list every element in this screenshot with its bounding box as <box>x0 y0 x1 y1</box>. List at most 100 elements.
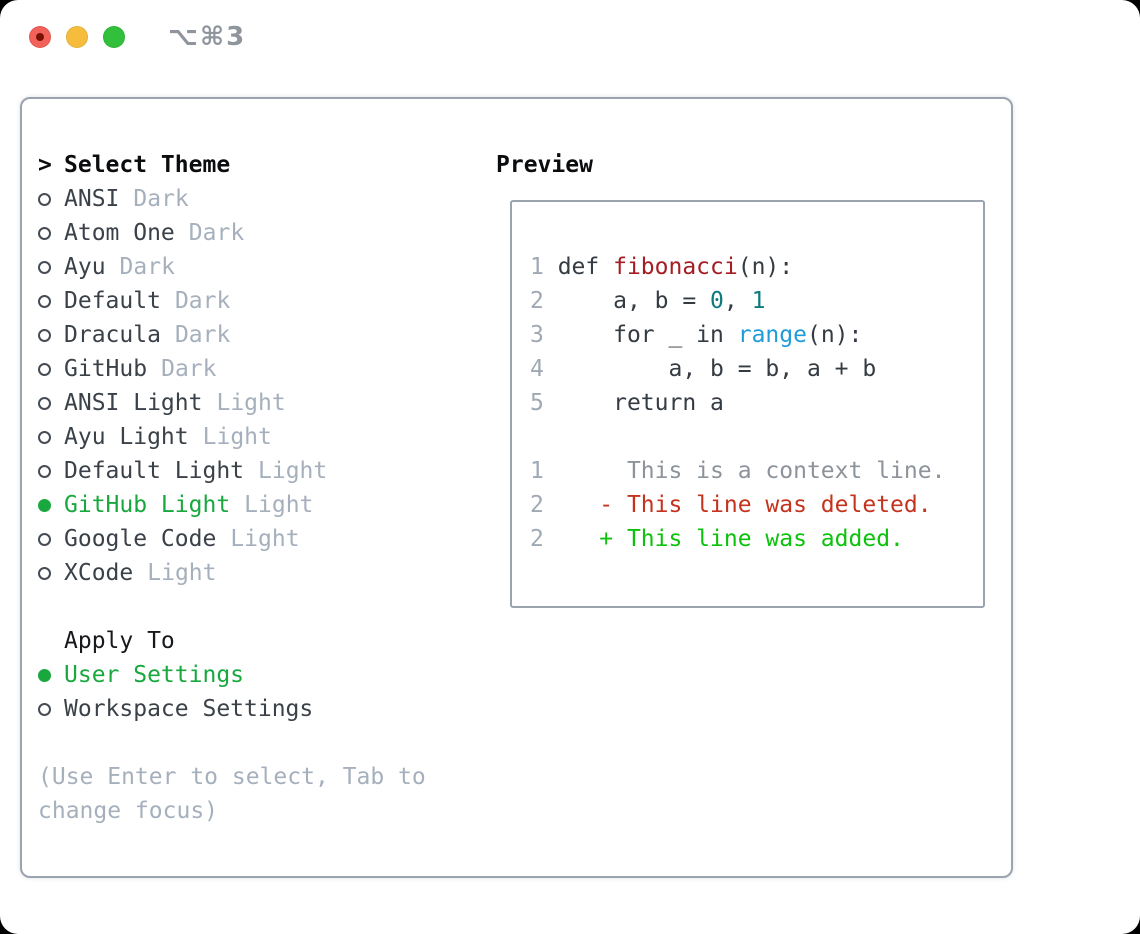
theme-option-github-light[interactable]: GitHub Light Light <box>38 488 496 522</box>
theme-option-github[interactable]: GitHub Dark <box>38 352 496 386</box>
theme-variant-tag: Light <box>244 492 314 518</box>
apply-to-header: Apply To <box>38 624 496 658</box>
preview-line: 2 a, b = 0, 1 <box>530 284 983 318</box>
radio-icon <box>38 532 64 546</box>
preview-line: 1 def fibonacci(n): <box>530 250 983 284</box>
line-number: 5 <box>530 390 558 416</box>
option-label: User Settings <box>64 662 245 688</box>
option-label: Default <box>64 288 161 314</box>
theme-option-atom-one[interactable]: Atom One Dark <box>38 216 496 250</box>
select-theme-title: Select Theme <box>64 152 231 178</box>
option-label: ANSI Light <box>64 390 203 416</box>
theme-variant-tag: Dark <box>174 322 231 348</box>
preview-line <box>530 420 983 454</box>
hint-text: (Use Enter to select, Tab to change focu… <box>38 764 426 824</box>
theme-option-ayu[interactable]: Ayu Dark <box>38 250 496 284</box>
preview-line: 2 - This line was deleted. <box>530 488 983 522</box>
option-label: Ayu Light <box>64 424 189 450</box>
titlebar: ⌥⌘3 <box>0 0 1140 74</box>
option-label: Ayu <box>64 254 106 280</box>
keyboard-shortcut-label: ⌥⌘3 <box>168 22 247 52</box>
theme-variant-tag: Light <box>230 526 300 552</box>
code-segment-code: a, b = b, a + b <box>557 356 877 382</box>
code-segment-added: + This line was added. <box>557 526 904 552</box>
preview-panel: Preview 1 def fibonacci(n):2 a, b = 0, 1… <box>496 148 1011 876</box>
option-label: GitHub Light <box>64 492 231 518</box>
code-segment-code: def <box>557 254 614 280</box>
radio-icon <box>38 294 64 308</box>
radio-icon <box>38 702 64 716</box>
radio-icon <box>38 328 64 342</box>
option-label: Default Light <box>64 458 245 484</box>
code-segment-code: a, b = <box>557 288 711 314</box>
code-segment-code: (n): <box>737 254 794 280</box>
close-button[interactable] <box>29 26 51 48</box>
preview-title: Preview <box>496 152 593 178</box>
code-segment-code: (n): <box>806 322 863 348</box>
code-segment-func: fibonacci <box>613 254 738 280</box>
theme-variant-tag: Dark <box>188 220 245 246</box>
theme-option-dracula[interactable]: Dracula Dark <box>38 318 496 352</box>
minimize-button[interactable] <box>66 26 88 48</box>
radio-icon <box>38 226 64 240</box>
line-number: 1 <box>530 254 558 280</box>
spacer <box>38 590 496 624</box>
option-label: Workspace Settings <box>64 696 314 722</box>
prompt-caret-icon: > <box>38 152 52 178</box>
radio-icon <box>38 464 64 478</box>
line-number <box>530 424 558 450</box>
radio-icon <box>38 566 64 580</box>
line-number: 1 <box>530 458 558 484</box>
apply-option-user-settings[interactable]: User Settings <box>38 658 496 692</box>
preview-line: 4 a, b = b, a + b <box>530 352 983 386</box>
radio-icon <box>38 362 64 376</box>
option-label: Atom One <box>64 220 175 246</box>
theme-variant-tag: Dark <box>174 288 231 314</box>
preview-line: 3 for _ in range(n): <box>530 318 983 352</box>
preview-line: 2 + This line was added. <box>530 522 983 556</box>
option-label: GitHub <box>64 356 148 382</box>
apply-option-workspace-settings[interactable]: Workspace Settings <box>38 692 496 726</box>
theme-option-default[interactable]: Default Dark <box>38 284 496 318</box>
code-segment-context: This is a context line. <box>557 458 946 484</box>
code-segment-code: for _ in <box>557 322 738 348</box>
theme-variant-tag: Dark <box>161 356 217 382</box>
option-label: Dracula <box>64 322 161 348</box>
theme-variant-tag: Light <box>147 560 217 586</box>
code-segment-code: , <box>723 288 752 314</box>
theme-variant-tag: Dark <box>133 186 189 212</box>
code-segment-number: 1 <box>751 288 766 314</box>
select-theme-header: > Select Theme <box>38 148 496 182</box>
line-number: 2 <box>530 492 558 518</box>
theme-variant-tag: Light <box>216 390 286 416</box>
line-number: 2 <box>530 526 558 552</box>
line-number: 4 <box>530 356 558 382</box>
code-segment-builtin: range <box>737 322 807 348</box>
theme-variant-tag: Light <box>202 424 272 450</box>
radio-icon <box>38 396 64 410</box>
preview-line: 5 return a <box>530 386 983 420</box>
radio-icon <box>38 192 64 206</box>
theme-option-ansi-light[interactable]: ANSI Light Light <box>38 386 496 420</box>
zoom-button[interactable] <box>103 26 125 48</box>
line-number: 3 <box>530 322 558 348</box>
theme-variant-tag: Dark <box>119 254 175 280</box>
spacer <box>38 726 496 760</box>
code-segment-deleted: - This line was deleted. <box>557 492 932 518</box>
theme-option-ayu-light[interactable]: Ayu Light Light <box>38 420 496 454</box>
preview-line: 1 This is a context line. <box>530 454 983 488</box>
code-segment-number: 0 <box>710 288 724 314</box>
record-dot-icon <box>36 33 44 41</box>
radio-selected-icon <box>38 668 64 682</box>
code-segment-code: return a <box>557 390 724 416</box>
